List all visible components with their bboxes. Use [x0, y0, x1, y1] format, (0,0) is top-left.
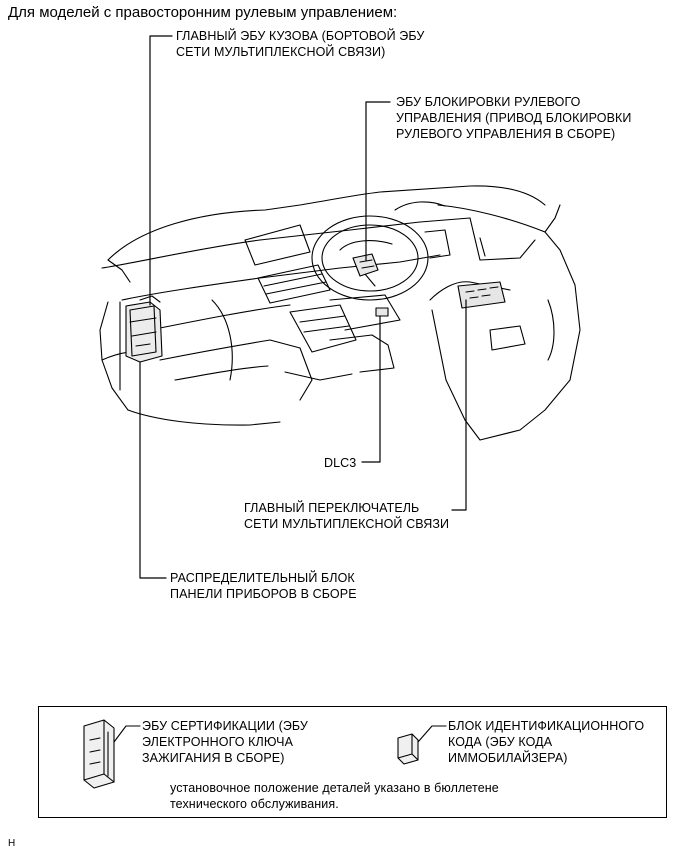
door-panel: [429, 204, 581, 441]
label-dlc3: DLC3: [324, 456, 357, 470]
label-multiplex-master-switch-2: СЕТИ МУЛЬТИПЛЕКСНОЙ СВЯЗИ: [244, 517, 450, 531]
legend-certification-ecu-1: ЭБУ СЕРТИФИКАЦИИ (ЭБУ: [142, 719, 308, 733]
label-steering-lock-ecu-1: ЭБУ БЛОКИРОВКИ РУЛЕВОГО: [396, 95, 581, 109]
legend-note-2: технического обслуживания.: [170, 797, 339, 811]
dlc3-connector: [375, 307, 389, 317]
legend-box: [38, 706, 667, 818]
label-steering-lock-ecu-2: УПРАВЛЕНИЯ (ПРИВОД БЛОКИРОВКИ: [396, 111, 632, 125]
certification-ecu-icon: [83, 719, 115, 789]
certification-ecu-leader: [113, 725, 141, 743]
legend-id-code-box-2: КОДА (ЭБУ КОДА: [448, 735, 553, 749]
id-code-box-icon: [397, 733, 419, 765]
legend-note-1: установочное положение деталей указано в…: [170, 781, 499, 795]
label-multiplex-master-switch-1: ГЛАВНЫЙ ПЕРЕКЛЮЧАТЕЛЬ: [244, 501, 420, 515]
label-steering-lock-ecu-3: РУЛЕВОГО УПРАВЛЕНИЯ В СБОРЕ): [396, 127, 616, 141]
page-heading: Для моделей с правосторонним рулевым упр…: [8, 4, 398, 21]
legend-certification-ecu-2: ЭЛЕКТРОННОГО КЛЮЧА: [142, 735, 294, 749]
leader-lines: [139, 35, 467, 579]
label-main-body-ecu-1: ГЛАВНЫЙ ЭБУ КУЗОВА (БОРТОВОЙ ЭБУ: [176, 29, 425, 43]
label-junction-block-2: ПАНЕЛИ ПРИБОРОВ В СБОРЕ: [170, 587, 357, 601]
steering-wheel: [311, 201, 451, 301]
label-main-body-ecu-2: СЕТИ МУЛЬТИПЛЕКСНОЙ СВЯЗИ): [176, 45, 386, 59]
junction-block-part: [125, 295, 163, 363]
legend-certification-ecu-3: ЗАЖИГАНИЯ В СБОРЕ): [142, 751, 285, 765]
legend-id-code-box-3: ИММОБИЛАЙЗЕРА): [448, 751, 568, 765]
dashboard-outline: [99, 185, 546, 426]
legend-id-code-box-1: БЛОК ИДЕНТИФИКАЦИОННОГО: [448, 719, 645, 733]
footer-code: H: [8, 838, 16, 849]
multiplex-master-switch-part: [457, 281, 506, 309]
id-code-box-leader: [417, 725, 447, 743]
label-junction-block-1: РАСПРЕДЕЛИТЕЛЬНЫЙ БЛОК: [170, 571, 355, 585]
